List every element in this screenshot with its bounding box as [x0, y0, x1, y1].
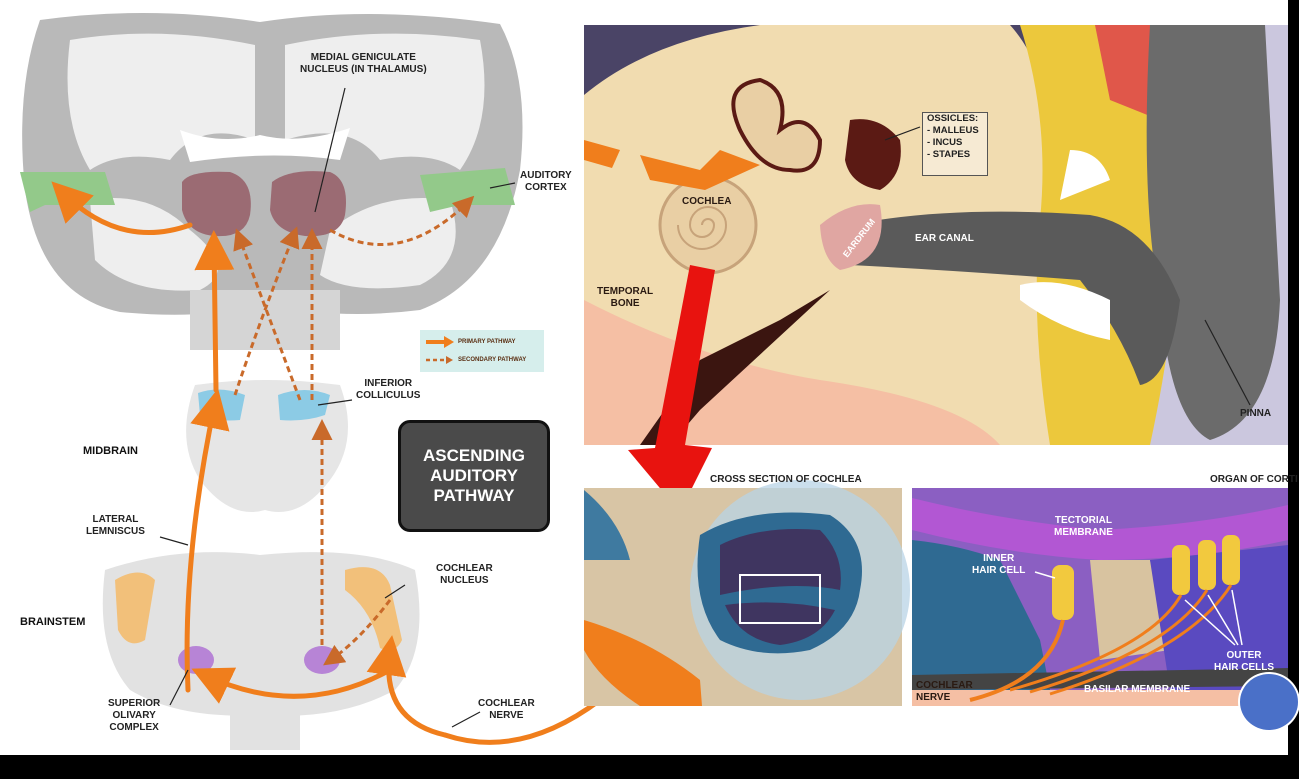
label-cochlear-nerve: COCHLEAR NERVE — [478, 698, 535, 722]
left-superior-olive — [178, 646, 214, 674]
label-inferior-colliculus: INFERIOR COLLICULUS — [356, 378, 420, 402]
label-outer-hair-cells: OUTER HAIR CELLS — [1214, 650, 1274, 674]
label-pinna: PINNA — [1240, 408, 1271, 420]
label-cochlea-cross-section: CROSS SECTION OF COCHLEA — [710, 474, 862, 486]
label-cochlea: COCHLEA — [682, 196, 731, 208]
ossicle-stapes: - STAPES — [923, 149, 987, 161]
right-superior-olive — [304, 646, 340, 674]
ossicle-incus: - INCUS — [923, 137, 987, 149]
right-inferior-colliculus — [278, 390, 330, 420]
label-inner-hair-cell: INNER HAIR CELL — [972, 553, 1025, 577]
label-brainstem: BRAINSTEM — [20, 616, 85, 628]
ossicles-box: OSSICLES: - MALLEUS - INCUS - STAPES — [922, 112, 988, 176]
cochlea-cross-section — [584, 480, 910, 706]
label-ear-canal: EAR CANAL — [915, 233, 974, 245]
legend: PRIMARY PATHWAY SECONDARY PATHWAY — [420, 330, 544, 372]
left-inferior-colliculus — [198, 389, 245, 420]
ossicles-heading: OSSICLES: — [923, 113, 987, 125]
label-midbrain: MIDBRAIN — [83, 445, 138, 457]
label-auditory-cortex: AUDITORY CORTEX — [520, 170, 572, 194]
label-temporal-bone: TEMPORAL BONE — [597, 286, 653, 310]
label-tectorial-membrane: TECTORIAL MEMBRANE — [1054, 515, 1113, 539]
label-lateral-lemniscus: LATERAL LEMNISCUS — [86, 514, 145, 538]
right-mgn — [270, 171, 346, 236]
left-mgn — [182, 172, 251, 236]
legend-primary: PRIMARY PATHWAY — [458, 339, 516, 345]
legend-secondary: SECONDARY PATHWAY — [458, 357, 526, 363]
label-corti-cochlear-nerve: COCHLEAR NERVE — [916, 680, 973, 704]
ossicle-malleus: - MALLEUS — [923, 125, 987, 137]
label-basilar-membrane: BASILAR MEMBRANE — [1084, 684, 1190, 696]
label-superior-olivary: SUPERIOR OLIVARY COMPLEX — [108, 698, 160, 734]
label-organ-of-corti: ORGAN OF CORTI — [1210, 474, 1298, 486]
label-mgn: MEDIAL GENICULATE NUCLEUS (IN THALAMUS) — [300, 52, 427, 76]
diagram-title: ASCENDING AUDITORY PATHWAY — [423, 446, 525, 506]
title-box: ASCENDING AUDITORY PATHWAY — [398, 420, 550, 532]
brain-logo-badge — [1238, 672, 1299, 732]
label-cochlear-nucleus: COCHLEAR NUCLEUS — [436, 563, 493, 587]
legend-swatches — [420, 330, 544, 372]
